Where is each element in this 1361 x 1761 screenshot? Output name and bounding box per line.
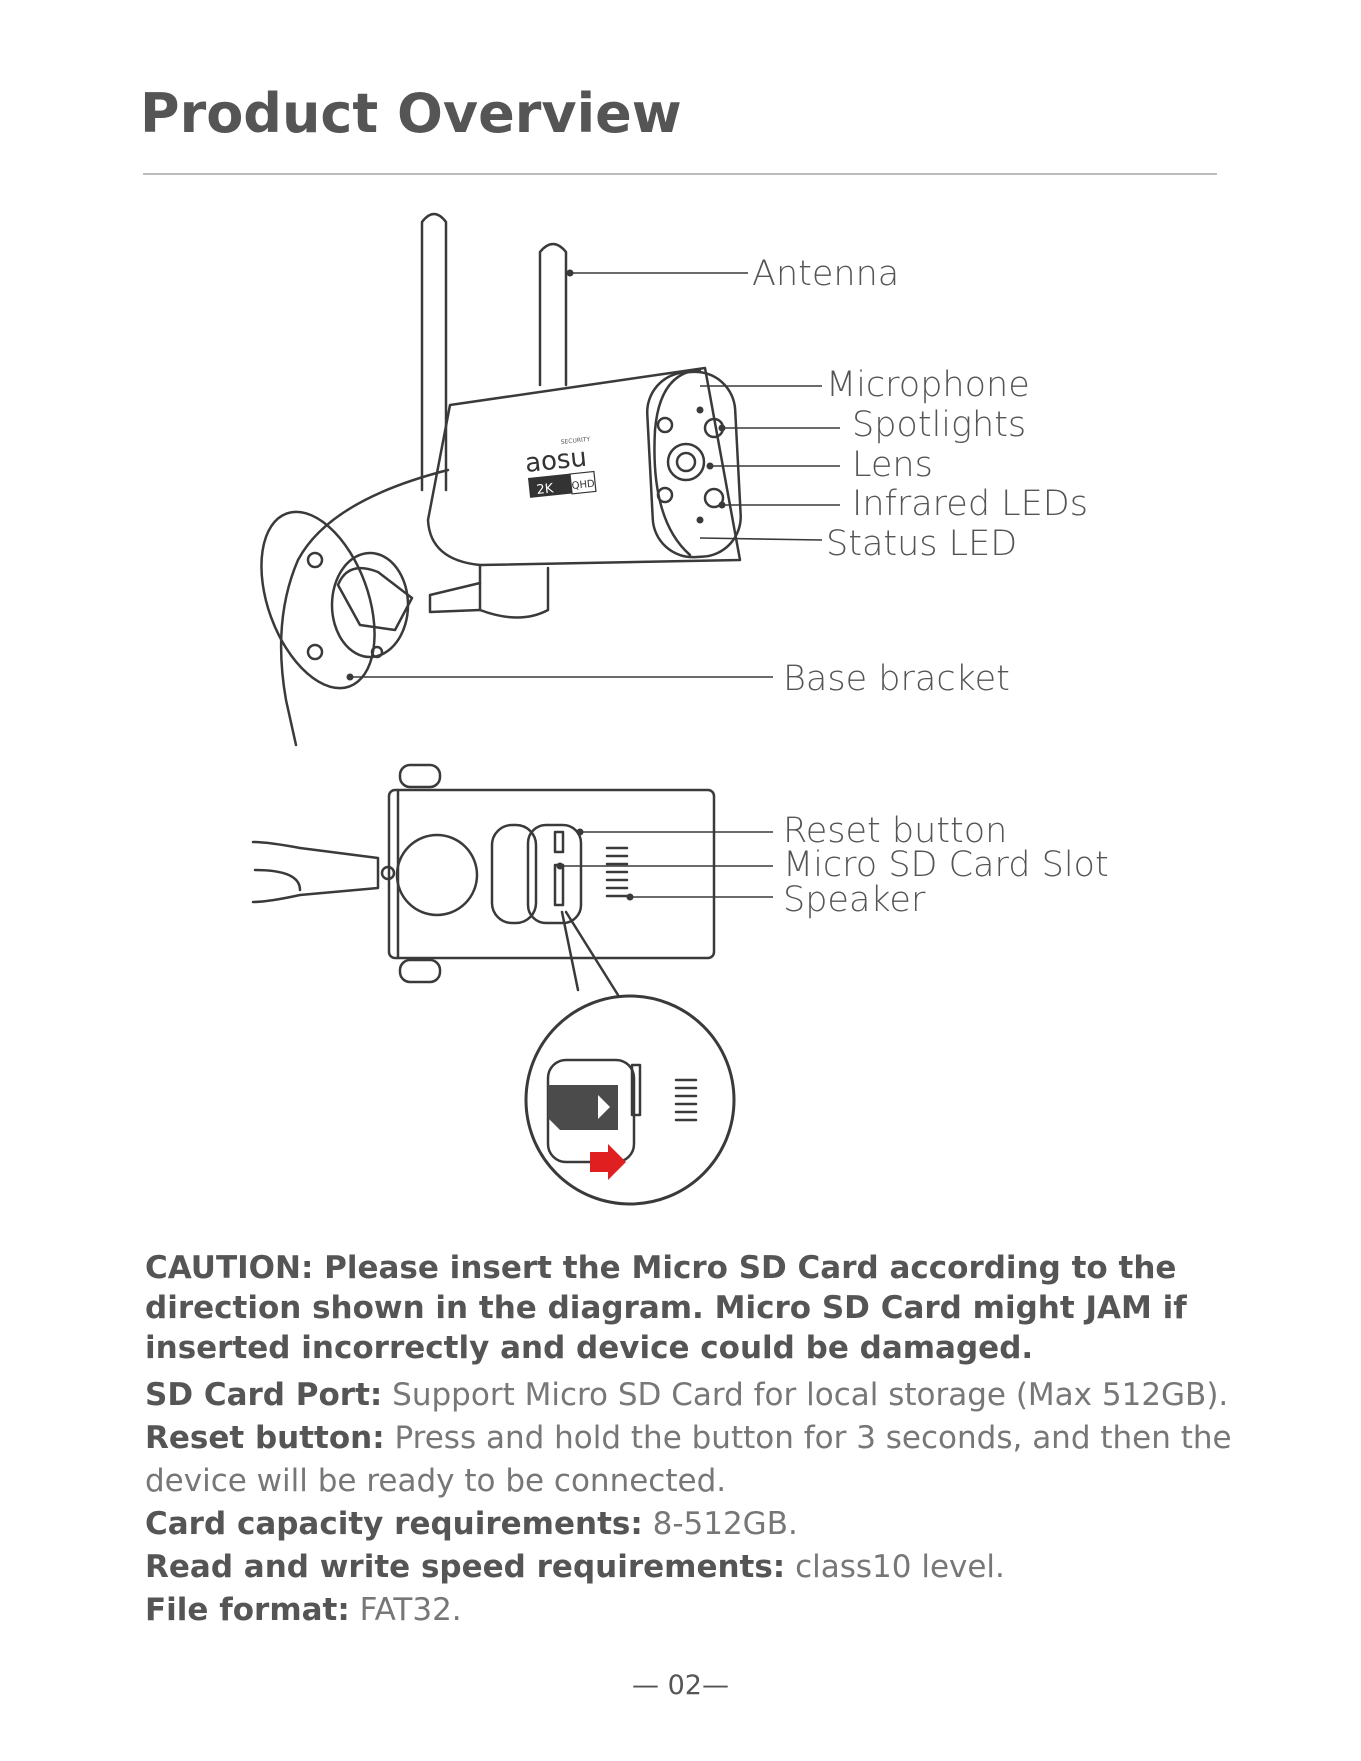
spec-file-format: File format: FAT32.	[145, 1589, 1255, 1632]
page-number: — 02—	[0, 1670, 1361, 1701]
callout-lens: Lens	[852, 445, 933, 485]
insert-arrow-icon	[590, 1144, 626, 1180]
caution-text: CAUTION: Please insert the Micro SD Card…	[145, 1248, 1255, 1368]
callout-antenna: Antenna	[752, 254, 899, 294]
spec-read-write-speed: Read and write speed requirements: class…	[145, 1546, 1255, 1589]
quality-badge: QHD	[571, 479, 595, 492]
spec-sd-card-port: SD Card Port: Support Micro SD Card for …	[145, 1374, 1255, 1417]
instructions: CAUTION: Please insert the Micro SD Card…	[145, 1248, 1255, 1632]
power-cable	[281, 470, 448, 745]
callout-infrared: Infrared LEDs	[852, 484, 1088, 524]
callout-base-bracket: Base bracket	[783, 659, 1010, 699]
mount-arm	[480, 565, 548, 618]
bottom-view-body	[389, 790, 714, 958]
callout-microphone: Microphone	[826, 365, 1030, 405]
product-diagram: SECURITY aosu 2K QHD Antenna Microphone …	[0, 0, 1361, 1230]
antenna-right	[540, 244, 566, 385]
callout-status-led: Status LED	[826, 524, 1017, 564]
spec-card-capacity: Card capacity requirements: 8-512GB.	[145, 1503, 1255, 1546]
base-bracket	[240, 496, 397, 703]
speaker-grille	[607, 848, 627, 896]
resolution-badge: 2K	[536, 481, 555, 498]
callout-spotlights: Spotlights	[852, 405, 1026, 445]
spec-reset-button: Reset button: Press and hold the button …	[145, 1417, 1255, 1503]
callout-sd-slot: Micro SD Card Slot	[783, 845, 1109, 885]
callout-speaker: Speaker	[783, 880, 926, 920]
